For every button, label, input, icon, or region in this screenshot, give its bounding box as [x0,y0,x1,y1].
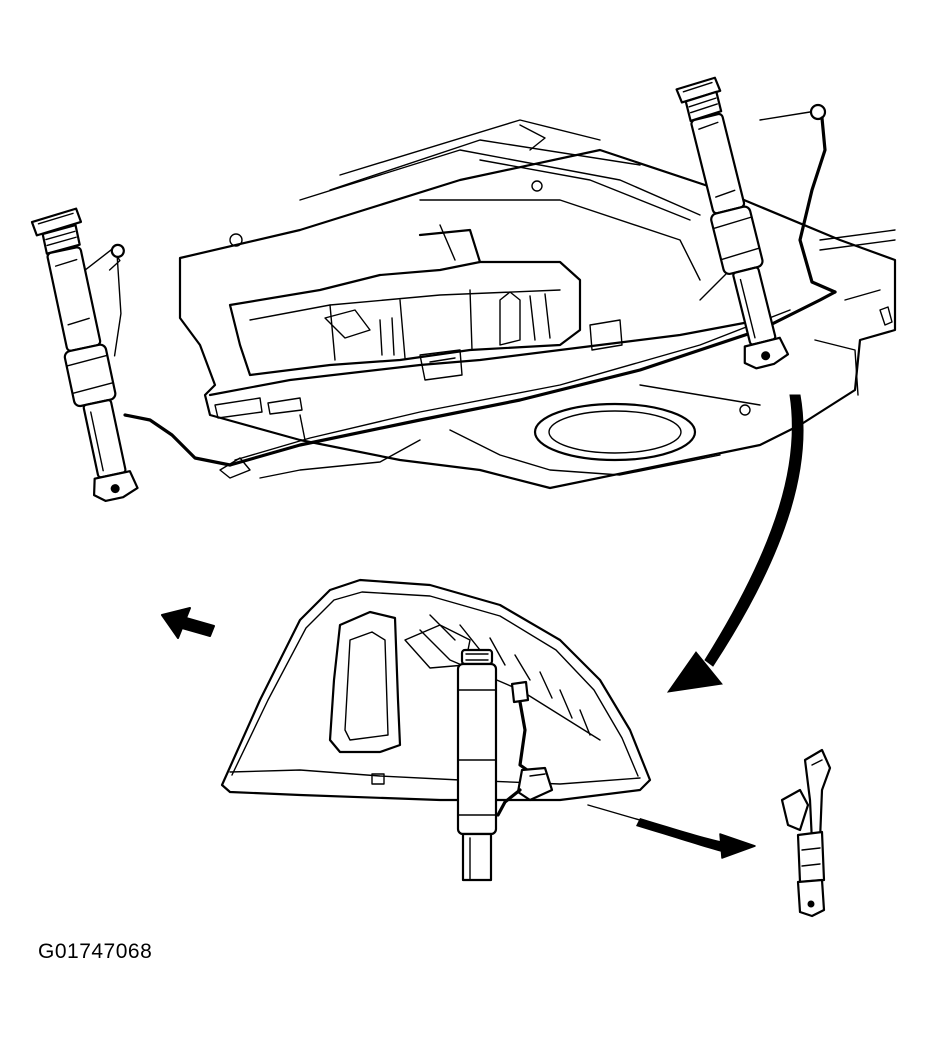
figure-id-label: G01747068 [38,940,153,963]
right-height-sensor-connector [809,103,827,121]
right-shock-absorber [675,76,790,370]
detail-callout-arrow [666,394,804,693]
right-shock-wire [798,116,837,294]
left-shock-absorber [30,207,139,502]
left-shock-wire [123,413,232,467]
connector-detail-arrow [587,804,756,859]
detail-wheelhouse-view [220,578,652,882]
connector-detail [780,748,832,918]
front-direction-arrow [161,607,215,639]
underbody-floor-pan [178,119,897,490]
